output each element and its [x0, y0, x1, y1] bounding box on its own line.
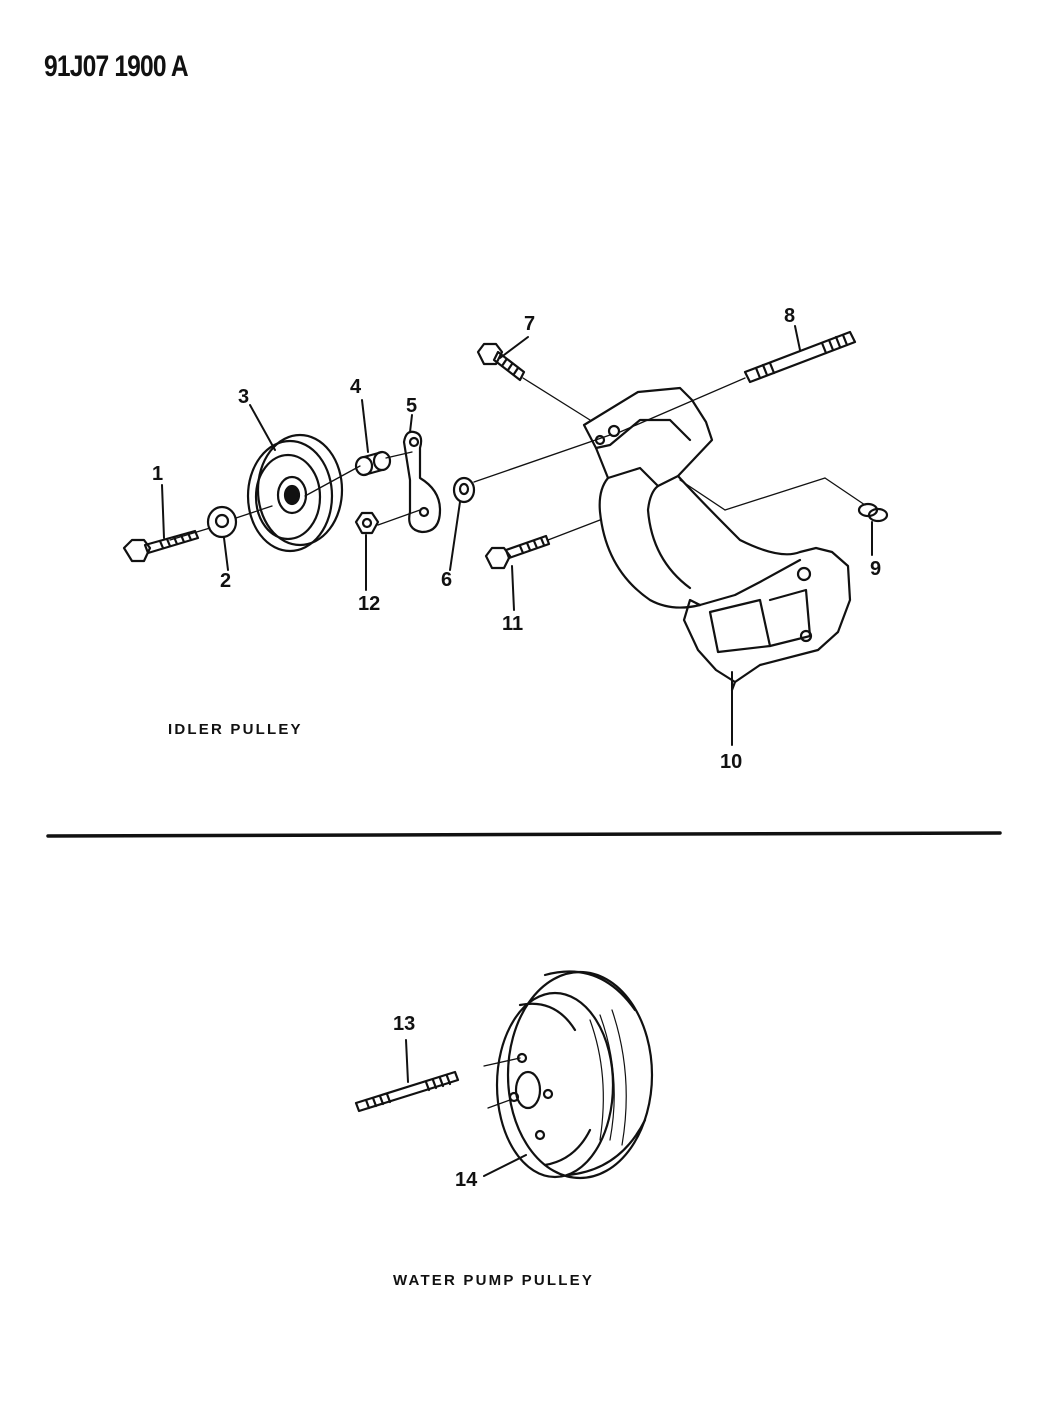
- callout-6: 6: [441, 569, 452, 591]
- callout-1: 1: [152, 463, 163, 485]
- part-5-arm: [402, 430, 442, 534]
- part-8-stud: [743, 330, 857, 384]
- part-11-bolt: [484, 534, 551, 570]
- part-12-nut: [354, 511, 380, 535]
- document-code: 91J07 1900 A: [44, 50, 189, 83]
- callout-10: 10: [720, 751, 742, 773]
- callout-11: 11: [502, 613, 523, 635]
- part-10-bracket: [582, 386, 852, 692]
- wp-leader-lines: [405, 1039, 527, 1177]
- callout-9: 9: [870, 558, 881, 580]
- callout-14: 14: [455, 1169, 478, 1191]
- callout-5: 5: [406, 395, 417, 417]
- callout-8: 8: [784, 305, 795, 327]
- water-pump-pulley-label: WATER PUMP PULLEY: [393, 1272, 594, 1289]
- part-7-bolt: [476, 342, 526, 382]
- part-6-washer: [452, 476, 476, 504]
- part-1-bolt: [122, 529, 200, 563]
- callout-2: 2: [220, 570, 231, 592]
- part-4-spacer: [354, 450, 392, 477]
- callout-7: 7: [524, 313, 535, 335]
- callout-13: 13: [393, 1013, 415, 1035]
- callout-3: 3: [238, 386, 249, 408]
- leader-lines: [161, 325, 873, 746]
- part-9-clip: [857, 502, 889, 523]
- part-14-water-pump-pulley: [495, 970, 654, 1180]
- part-3-idler-pulley: [246, 433, 344, 553]
- section-divider: [46, 831, 1002, 838]
- callout-4: 4: [350, 376, 362, 398]
- callout-12: 12: [358, 593, 380, 615]
- assembly-lines: [169, 377, 866, 541]
- part-13-stud: [354, 1070, 460, 1113]
- part-2-washer: [206, 505, 238, 539]
- idler-pulley-label: IDLER PULLEY: [168, 721, 303, 738]
